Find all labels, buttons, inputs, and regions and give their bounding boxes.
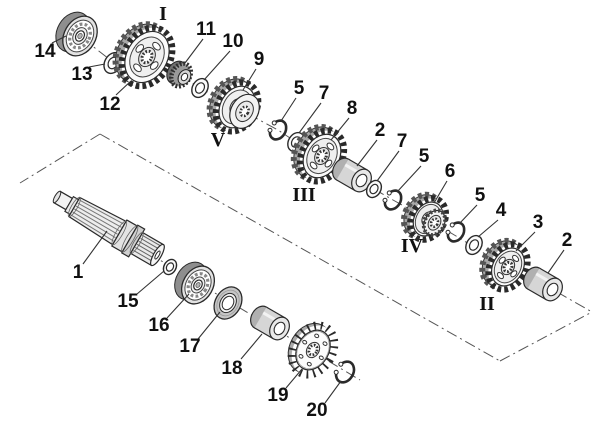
- leader-line-13: [88, 63, 106, 68]
- callout-label-11: 11: [196, 19, 217, 40]
- leader-line-9: [242, 68, 257, 91]
- part-2b-bushing: [523, 266, 563, 302]
- leader-line-7: [298, 102, 322, 134]
- leader-line-6: [433, 180, 448, 204]
- callout-label-4: 4: [496, 200, 507, 221]
- leader-line-20: [324, 380, 342, 404]
- section-label-I: I: [159, 3, 167, 25]
- leader-line-14: [51, 35, 67, 44]
- part-1-shaft: [52, 190, 165, 267]
- section-label-V: V: [211, 129, 226, 151]
- callout-label-16: 16: [148, 315, 169, 336]
- part-3-gear: [479, 237, 531, 293]
- leader-line-2: [547, 249, 565, 274]
- part-11-needle: [166, 60, 194, 89]
- centerline-frame-left: [19, 133, 101, 184]
- part-20-circlip: [333, 360, 356, 384]
- leader-line-18: [240, 333, 263, 360]
- part-18-bushing: [250, 305, 290, 341]
- leader-line-10: [203, 50, 231, 81]
- part-15-washer: [162, 258, 178, 276]
- part-5b-circlip: [382, 189, 403, 211]
- part-19-sprocket: [287, 321, 339, 379]
- part-14-bearing: [55, 11, 98, 57]
- leader-line-15: [136, 270, 165, 295]
- part-9-gear: [206, 75, 262, 135]
- leader-line-19: [285, 368, 303, 389]
- centerline-frame-right: [499, 311, 593, 362]
- callout-label-15: 15: [117, 291, 139, 312]
- part-10-washer: [191, 77, 209, 99]
- callout-label-20: 20: [306, 400, 327, 421]
- callout-label-1: 1: [73, 262, 84, 283]
- callout-label-19: 19: [267, 385, 288, 406]
- callout-label-8: 8: [347, 98, 358, 119]
- centerline-frame-long: [99, 133, 501, 362]
- callout-label-13: 13: [71, 64, 92, 85]
- callout-label-7: 7: [397, 131, 408, 152]
- callout-label-2: 2: [375, 120, 386, 141]
- callout-label-7: 7: [319, 83, 330, 104]
- leader-line-17: [197, 311, 221, 340]
- section-label-IV: IV: [401, 235, 424, 257]
- part-12-gear: [112, 21, 176, 90]
- callout-label-5: 5: [475, 185, 486, 206]
- part-6-gear: [400, 191, 450, 243]
- leader-line-8: [330, 117, 350, 141]
- part-4-washer: [465, 234, 483, 256]
- callout-label-12: 12: [99, 94, 120, 115]
- callout-label-3: 3: [533, 212, 544, 233]
- callout-label-18: 18: [221, 358, 242, 379]
- leader-line-12: [115, 80, 132, 96]
- callout-label-9: 9: [254, 49, 265, 70]
- leader-line-2: [356, 139, 378, 167]
- callout-label-5: 5: [419, 146, 430, 167]
- part-17-seal: [213, 286, 243, 320]
- part-16-bearing: [174, 261, 216, 305]
- part-5a-circlip: [267, 119, 288, 141]
- leader-line-5: [458, 204, 478, 225]
- leader-line-5: [396, 165, 422, 193]
- leader-line-11: [184, 38, 204, 64]
- leader-line-4: [477, 219, 499, 238]
- callout-label-5: 5: [294, 78, 305, 99]
- leader-line-5: [280, 97, 297, 122]
- leader-line-3: [515, 231, 536, 252]
- callout-label-2: 2: [562, 230, 573, 251]
- section-label-II: II: [479, 293, 495, 315]
- part-2a-bushing: [332, 157, 372, 193]
- leader-line-16: [166, 293, 190, 319]
- leader-line-1: [82, 230, 108, 265]
- leader-line-7: [376, 150, 400, 182]
- callout-label-17: 17: [179, 336, 200, 357]
- callout-label-14: 14: [34, 41, 56, 62]
- callout-label-6: 6: [445, 161, 456, 182]
- part-7b-washer: [365, 179, 383, 199]
- callout-label-10: 10: [222, 31, 243, 52]
- part-5c-circlip: [445, 221, 466, 243]
- section-label-III: III: [292, 184, 316, 206]
